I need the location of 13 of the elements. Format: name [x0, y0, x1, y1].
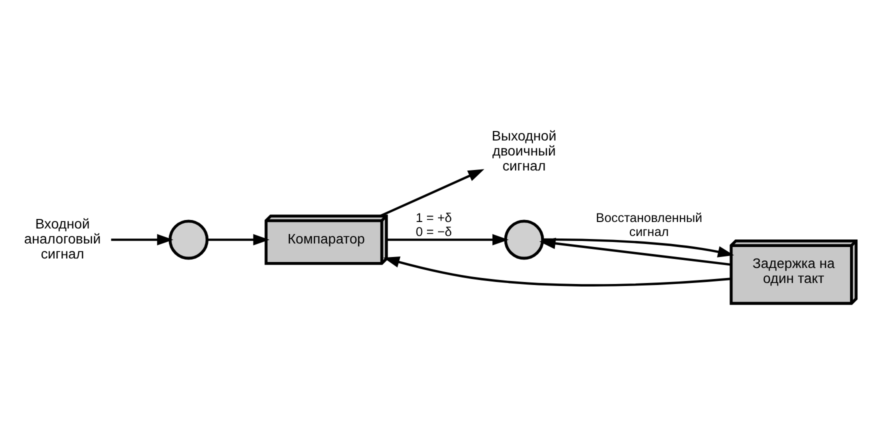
node-circle — [168, 219, 209, 260]
arrow — [380, 168, 484, 216]
edge-label: Восстановленный сигнал — [596, 210, 702, 239]
arrow — [207, 234, 270, 245]
node-text: Входной аналоговый сигнал — [24, 214, 101, 261]
node-text: Выходной двоичный сигнал — [492, 126, 556, 173]
arrow — [386, 234, 509, 245]
edge-label: 1 = +δ 0 = −δ — [416, 210, 452, 239]
arrow — [542, 238, 734, 257]
node-circle — [504, 219, 544, 260]
arrow — [539, 237, 731, 266]
arrow — [111, 234, 174, 245]
arrow — [383, 256, 732, 286]
